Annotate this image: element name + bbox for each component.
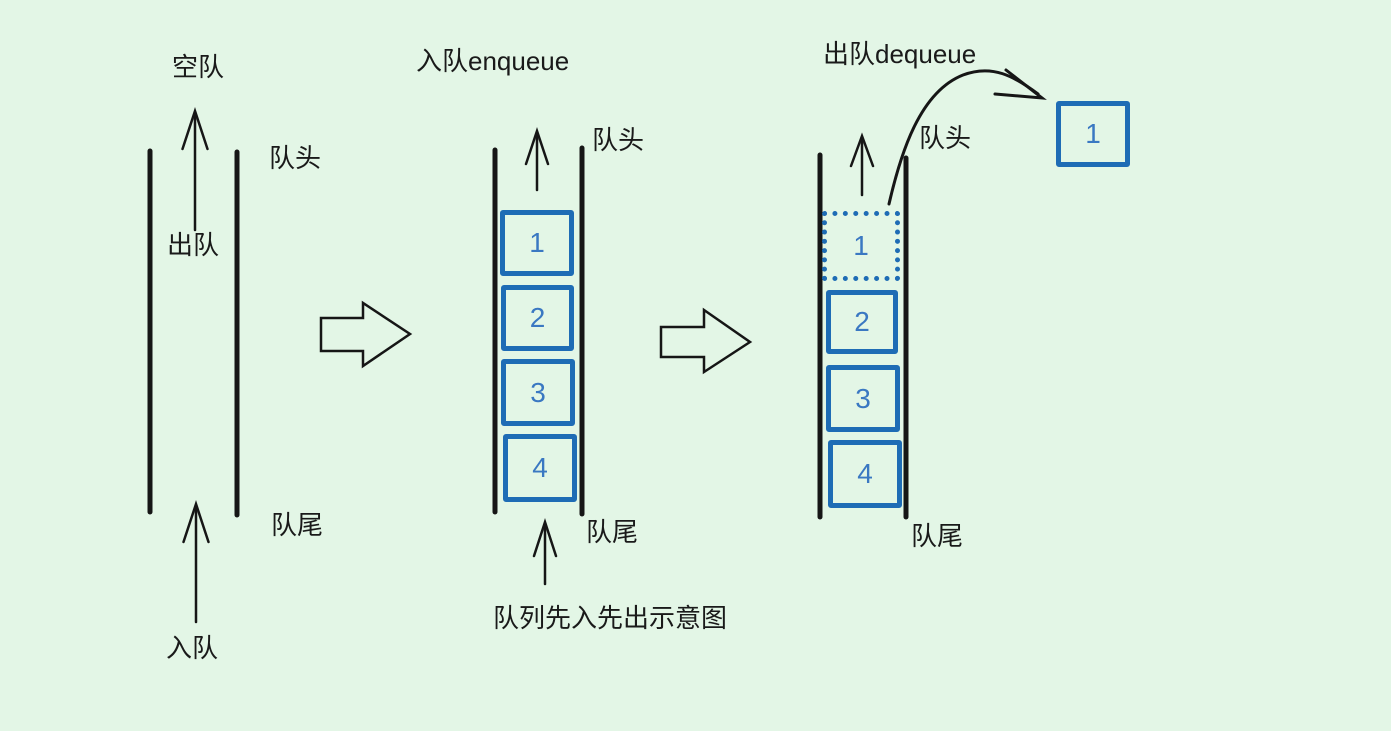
dequeue-head-arrowhead-icon <box>849 132 875 168</box>
dequeue-title: 出队dequeue <box>823 39 977 69</box>
enqueue-tail-arrowhead-icon <box>532 517 558 558</box>
empty-queue-tail-label: 队尾 <box>271 510 324 540</box>
dequeue-removed-item-box: 1 <box>822 211 900 281</box>
dequeued-output-box: 1 <box>1056 101 1130 167</box>
enqueue-item-box-1: 1 <box>500 210 574 276</box>
enqueue-item-box-4: 4 <box>503 434 577 502</box>
flow-arrow-icon-2 <box>659 307 753 375</box>
dequeue-head-label: 队头 <box>919 123 972 153</box>
dequeue-curve-arrow-icon <box>887 69 1040 206</box>
dequeue-item-box-4: 4 <box>828 440 902 508</box>
enqueue-title: 入队enqueue <box>416 46 570 76</box>
flow-arrow-icon-1 <box>319 300 413 369</box>
enqueue-head-label: 队头 <box>592 125 645 155</box>
dequeue-panel <box>817 68 1047 520</box>
dequeue-curve-arrowhead-icon <box>993 68 1047 100</box>
enqueue-item-box-2: 2 <box>501 285 574 351</box>
dequeue-item-box-3: 3 <box>826 365 900 432</box>
empty-queue-dequeue-label: 出队 <box>167 230 220 260</box>
empty-queue-panel <box>147 106 240 624</box>
empty-queue-title: 空队 <box>172 52 225 82</box>
enqueue-panel <box>492 127 585 586</box>
enqueue-tail-label: 队尾 <box>586 517 639 547</box>
enqueue-up-arrowhead-icon <box>182 499 210 544</box>
empty-queue-head-label: 队头 <box>269 143 322 173</box>
diagram-caption: 队列先入先出示意图 <box>493 603 728 633</box>
empty-queue-enqueue-label: 入队 <box>166 633 219 663</box>
enqueue-head-arrowhead-icon <box>524 127 550 166</box>
dequeue-tail-label: 队尾 <box>911 521 964 551</box>
enqueue-item-box-3: 3 <box>501 359 575 426</box>
dequeue-item-box-2: 2 <box>826 290 898 354</box>
dequeue-up-arrowhead-icon <box>181 106 209 151</box>
